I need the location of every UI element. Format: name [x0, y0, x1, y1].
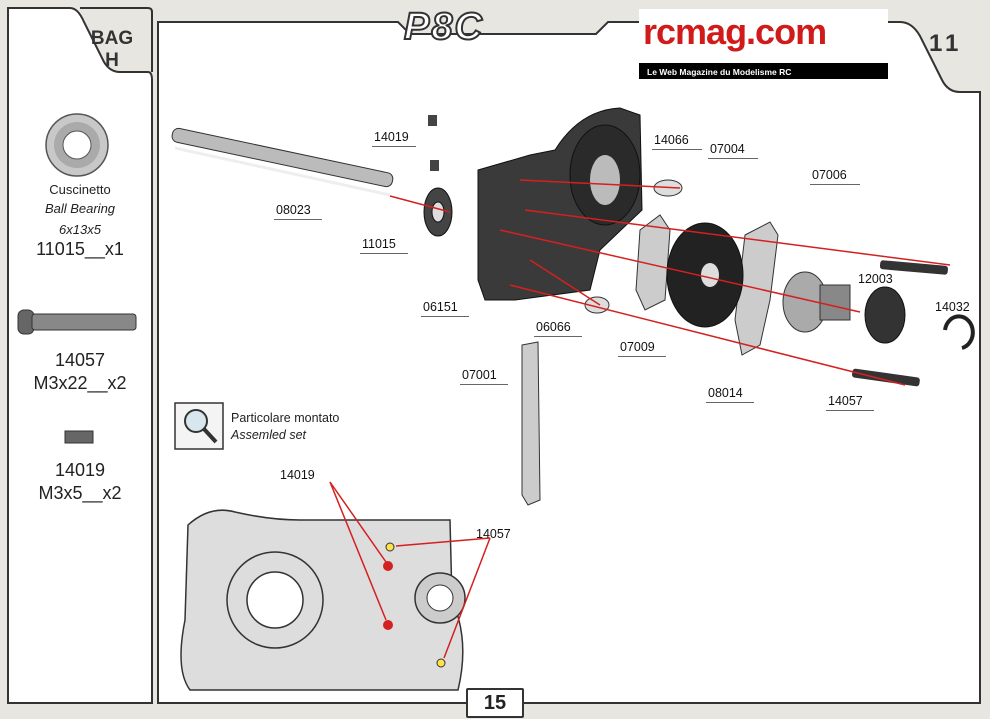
- plate-14066: [635, 214, 671, 311]
- grub-spec: 14019 M3x5__x2: [8, 460, 152, 504]
- label-08014: 08014: [708, 386, 743, 400]
- label-06151: 06151: [423, 300, 458, 314]
- spur-gear-07009: [666, 222, 744, 328]
- magnifier-icon: [174, 402, 224, 450]
- label-14019-top: 14019: [374, 130, 409, 144]
- pulley-12003: [864, 286, 906, 344]
- label-12003: 12003: [858, 272, 893, 286]
- screw-size: M3x22__x2: [33, 373, 127, 393]
- screw-14057-a: [879, 260, 948, 275]
- logo-name: rcmag.com: [643, 11, 827, 52]
- label-14057: 14057: [828, 394, 863, 408]
- bearing-code: 11015__x1: [36, 239, 124, 259]
- label-07001: 07001: [462, 368, 497, 382]
- bearing-name-en: Ball Bearing: [44, 201, 116, 216]
- screw-14057-b: [852, 368, 920, 387]
- bearing-icon: [45, 113, 109, 177]
- detail-label-14019: 14019: [280, 468, 315, 482]
- bag-label: BAG H: [82, 28, 142, 72]
- label-07009: 07009: [620, 340, 655, 354]
- assembled-note-it: Particolare montato: [231, 411, 340, 425]
- screw-icon: [17, 309, 137, 335]
- sidebar-panel: [7, 7, 153, 704]
- label-08023: 08023: [276, 203, 311, 217]
- rcmag-logo[interactable]: rcmag.com Le Web Magazine du Modelisme R…: [639, 9, 888, 79]
- bearing-size: 6x13x5: [59, 222, 101, 237]
- assembled-note: Particolare montato Assemled set: [231, 410, 339, 444]
- grub-screw-14019-a: [428, 115, 437, 126]
- detail-label-14057: 14057: [476, 527, 511, 541]
- page-number: 15: [466, 688, 524, 718]
- grub-part: 14019: [54, 460, 106, 480]
- screw-spec: 14057 M3x22__x2: [8, 350, 152, 394]
- grub-screw-icon: [64, 430, 94, 444]
- label-06066: 06066: [536, 320, 571, 334]
- label-14032: 14032: [935, 300, 970, 314]
- clutch-08014: [782, 271, 851, 333]
- bag-label-word: BAG: [90, 28, 134, 49]
- logo-strip: [639, 63, 888, 79]
- shaft-07001: [521, 341, 541, 506]
- bearing-spec: Cuscinetto Ball Bearing 6x13x5 11015__x1: [8, 182, 152, 260]
- step-number: 11: [929, 30, 963, 57]
- label-07006: 07006: [812, 168, 847, 182]
- clip-14032: [943, 314, 975, 350]
- brand-title: P8C: [403, 5, 484, 49]
- gearbox-housing-06151: [477, 107, 643, 301]
- screw-part: 14057: [54, 350, 106, 370]
- logo-tagline: Le Web Magazine du Modelisme RC: [647, 67, 792, 77]
- label-07004: 07004: [710, 142, 745, 156]
- label-11015: 11015: [362, 237, 396, 251]
- bearing-name-it: Cuscinetto: [49, 182, 111, 197]
- grub-size: M3x5__x2: [38, 483, 122, 503]
- grub-screw-14019-b: [430, 160, 439, 171]
- shaft-08023: [171, 127, 394, 197]
- exploded-diagram: [171, 107, 975, 691]
- assembled-housing-detail: [180, 481, 491, 691]
- assembled-note-en: Assemled set: [231, 428, 307, 442]
- bag-label-letter: H: [105, 50, 119, 71]
- assembly-guide-lines: [389, 179, 951, 386]
- label-14066: 14066: [654, 133, 689, 147]
- bearing-11015: [423, 187, 453, 237]
